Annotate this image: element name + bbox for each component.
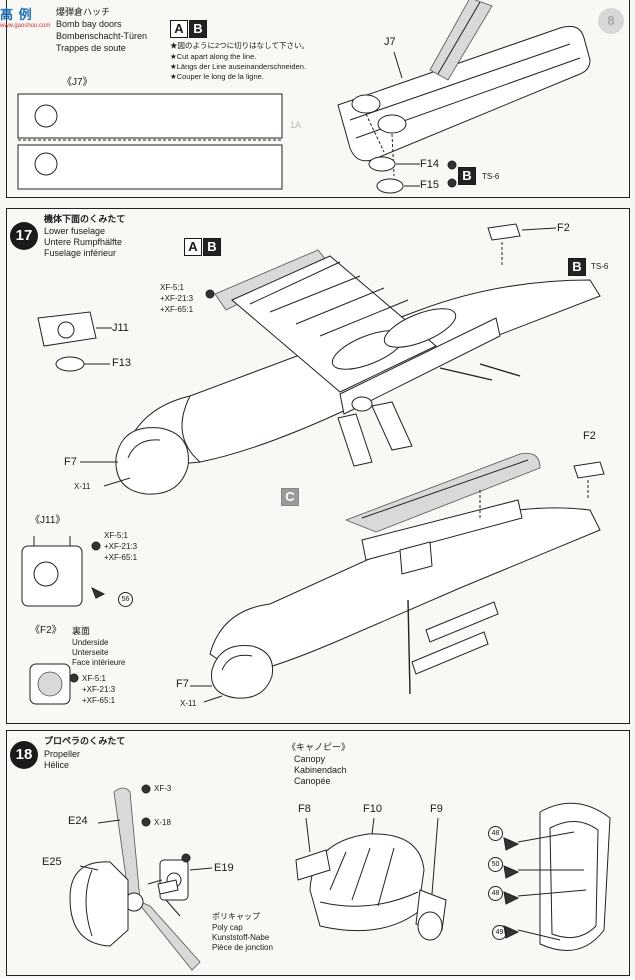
svg-text:1A: 1A [290, 120, 301, 130]
step18-xf3: XF-3 [154, 784, 172, 793]
label-f14: F14 [420, 158, 439, 170]
canopy-num-48b: 48 [488, 886, 503, 901]
bomb-bay-title-jp: 爆弾倉ハッチ [56, 7, 111, 17]
step17-f13: F13 [112, 357, 131, 369]
step-17-title-jp: 機体下面のくみたて [44, 214, 126, 224]
canopy-f10: F10 [363, 803, 382, 815]
step17-paint-xf21: +XF-21:3 [160, 294, 194, 303]
step17-f7-b: F7 [176, 678, 189, 690]
step18-e24: E24 [68, 815, 88, 827]
canopy-f8: F8 [298, 803, 311, 815]
bomb-bay-title-fr: Trappes de soute [56, 43, 126, 53]
step17-box-b: B [203, 238, 221, 256]
step18-polycap-de: Kunststoff-Nabe [212, 933, 270, 942]
canopy-num-48a: 48 [488, 826, 503, 841]
step17-paint-xf5: XF-5:1 [160, 283, 185, 292]
box-b-f14-label: B [458, 167, 476, 185]
step-17-title-en: Lower fuselage [44, 226, 106, 236]
step17-x11-a: X-11 [74, 482, 91, 491]
j11-detail-xf21: +XF-21:3 [104, 542, 138, 551]
canopy-num-49: 49 [492, 925, 507, 940]
f2-detail-underside-fr: Face intérieure [72, 658, 126, 667]
step17-f2-mid: F2 [583, 430, 596, 442]
f2-detail-xf65: +XF-65:1 [82, 696, 116, 705]
canopy-f9: F9 [430, 803, 443, 815]
j11-detail-xf5: XF-5:1 [104, 531, 129, 540]
step-18-number: 18 [10, 741, 38, 769]
cut-note-de: ★Längs der Line auseinanderschneiden. [170, 62, 306, 71]
cut-note-jp: ★図のように2つに切りはなして下さい。 [170, 41, 309, 50]
step17-box-b-right: B [568, 258, 586, 276]
step17-f7-a: F7 [64, 456, 77, 468]
step18-polycap-en: Poly cap [212, 923, 243, 932]
j11-detail-number-56: 56 [118, 592, 133, 607]
j11-detail-label: 《J11》 [30, 515, 66, 526]
bomb-bay-title-de: Bombenschacht-Türen [56, 31, 148, 41]
j11-detail-xf65: +XF-65:1 [104, 553, 138, 562]
step17-box-a: A [184, 238, 202, 256]
step18-e25: E25 [42, 856, 62, 868]
step-18-title-en: Propeller [44, 749, 81, 759]
ghost-step-8: 8 [598, 8, 624, 34]
j7-detail-label: 《J7》 [62, 77, 93, 88]
label-ts6-top: TS-6 [482, 172, 500, 181]
f2-detail-underside-de: Unterseite [72, 648, 109, 657]
f2-detail-xf21: +XF-21:3 [82, 685, 116, 694]
f2-detail-jp: 裏面 [72, 626, 91, 636]
f2-detail-xf5: XF-5:1 [82, 674, 107, 683]
step17-ts6: TS-6 [591, 262, 609, 271]
cut-note-fr: ★Couper le long de la ligne. [170, 72, 264, 81]
bomb-bay-doors-drawing: 1A [17, 0, 591, 194]
step-17-title-de: Untere Rumpfhälfte [44, 237, 123, 247]
box-a-label: A [170, 20, 188, 38]
box-b-label: B [189, 20, 207, 38]
step17-box-c: C [281, 488, 299, 506]
step18-polycap-jp: ポリキャップ [212, 912, 260, 921]
f2-detail-label: 《F2》 [30, 625, 62, 636]
step17-f2-top: F2 [557, 222, 570, 234]
cut-note-en: ★Cut apart along the line. [170, 52, 257, 61]
label-j7: J7 [384, 36, 396, 48]
step17-j11: J11 [112, 322, 129, 334]
propeller-canopy-drawing [69, 784, 611, 971]
step-18-title-fr: Hélice [44, 760, 70, 770]
canopy-label-de: Kabinendach [294, 765, 347, 775]
step17-paint-xf65: +XF-65:1 [160, 305, 194, 314]
label-f15: F15 [420, 179, 439, 191]
canopy-label-fr: Canopée [294, 776, 331, 786]
canopy-label-en: Canopy [294, 754, 326, 764]
canopy-label-jp: 《キャノピー》 [287, 742, 351, 752]
step18-x18: X-18 [154, 818, 171, 827]
site-watermark-logo: 高 例 www.gaoshou.com [0, 7, 51, 29]
bomb-bay-title-en: Bomb bay doors [56, 19, 122, 29]
lower-fuselage-drawing [21, 223, 605, 705]
step-17-number: 17 [10, 222, 38, 250]
step18-e19: E19 [214, 862, 234, 874]
step17-x11-b: X-11 [180, 699, 197, 708]
f2-detail-underside-en: Underside [72, 638, 109, 647]
step18-polycap-fr: Pièce de jonction [212, 943, 273, 952]
step-17-title-fr: Fuselage inférieur [44, 248, 117, 258]
step-18-title-jp: プロペラのくみたて [44, 736, 126, 746]
canopy-num-50: 50 [488, 857, 503, 872]
